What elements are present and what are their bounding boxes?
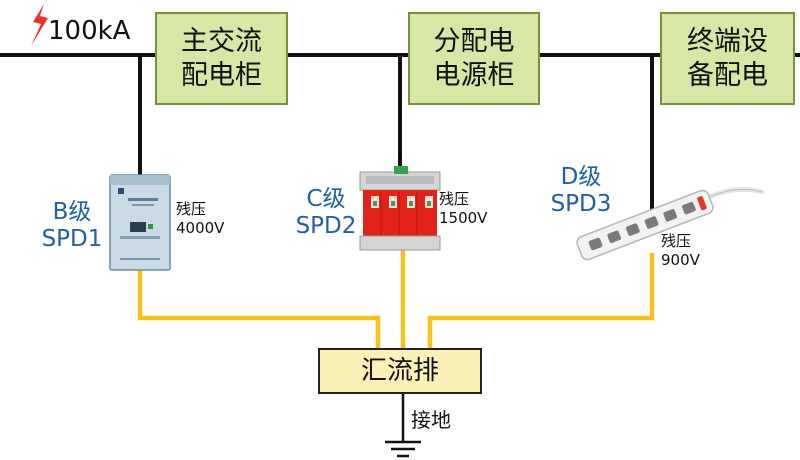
lightning-icon bbox=[31, 4, 48, 46]
spd1-residual-label: 残压 bbox=[176, 200, 207, 218]
spd2-label: C级 SPD2 bbox=[292, 186, 360, 240]
ground-wiring bbox=[137, 245, 655, 348]
spd3-residual-label: 残压 bbox=[661, 232, 692, 250]
busbar: 汇流排 bbox=[318, 348, 482, 394]
panel-main-ac-line1: 主交流 bbox=[181, 25, 262, 57]
panel-terminal-line2: 备配电 bbox=[687, 59, 768, 91]
panel-terminal: 终端设 备配电 bbox=[660, 12, 795, 105]
spd1-residual: 残压 4000V bbox=[176, 200, 224, 238]
busbar-label: 汇流排 bbox=[360, 356, 439, 386]
panel-main-ac: 主交流 配电柜 bbox=[155, 12, 288, 105]
panel-distribution: 分配电 电源柜 bbox=[408, 12, 540, 105]
spd1-grade: B级 bbox=[52, 199, 92, 225]
spd2-residual: 残压 1500V bbox=[439, 190, 487, 228]
panel-distribution-line2: 电源柜 bbox=[433, 59, 515, 91]
spd2-module-icon bbox=[359, 166, 441, 251]
spd3-residual: 残压 900V bbox=[661, 232, 700, 270]
spd1-name: SPD1 bbox=[41, 226, 103, 252]
spd1-residual-value: 4000V bbox=[176, 219, 225, 237]
spd2-residual-label: 残压 bbox=[439, 190, 470, 208]
panel-distribution-line1: 分配电 bbox=[433, 25, 515, 57]
spd3-name: SPD3 bbox=[550, 191, 612, 217]
spd3-residual-value: 900V bbox=[661, 251, 700, 269]
spd3-power-strip-icon bbox=[576, 186, 765, 261]
ground-symbol-icon bbox=[385, 392, 421, 458]
panel-main-ac-line2: 配电柜 bbox=[181, 59, 262, 91]
spd3-grade: D级 bbox=[560, 164, 602, 190]
spd1-box-icon bbox=[109, 174, 171, 271]
spd3-label: D级 SPD3 bbox=[541, 164, 621, 218]
surge-current-label: 100kA bbox=[48, 16, 131, 46]
panel-terminal-line1: 终端设 bbox=[687, 25, 768, 57]
spd2-grade: C级 bbox=[306, 186, 346, 212]
spd2-residual-value: 1500V bbox=[439, 209, 488, 227]
spd2-name: SPD2 bbox=[295, 213, 357, 239]
ground-label: 接地 bbox=[411, 408, 451, 432]
spd1-label: B级 SPD1 bbox=[38, 199, 106, 253]
